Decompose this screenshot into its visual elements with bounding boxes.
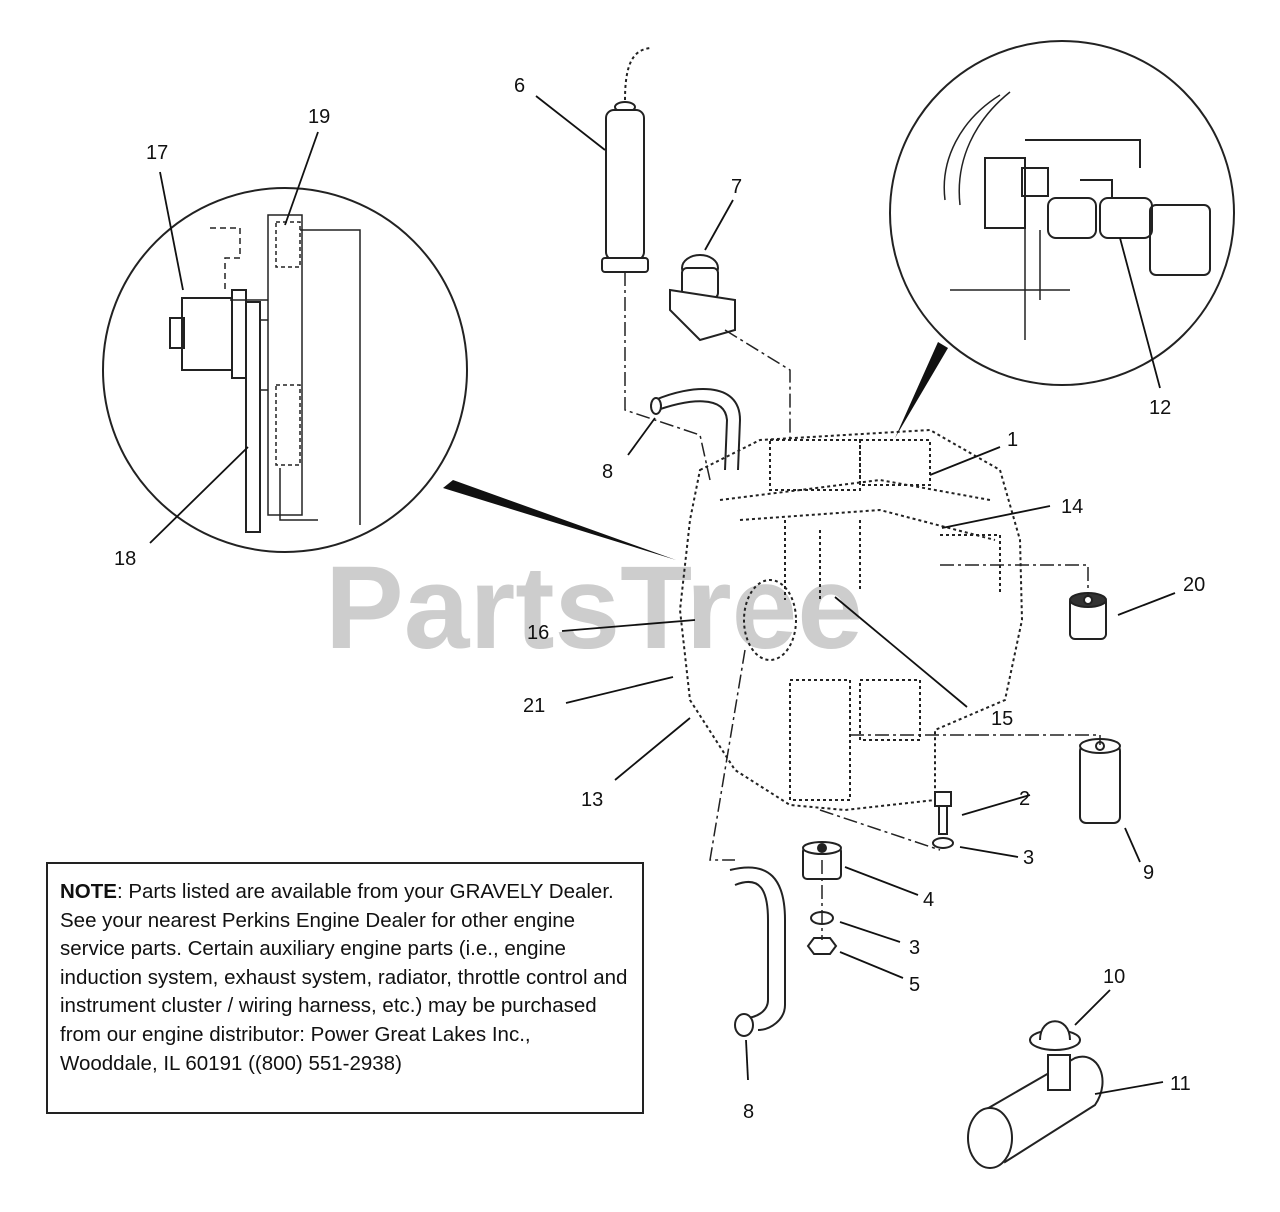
connector-lines <box>624 272 1101 940</box>
part-7-fuel-pump <box>669 254 736 342</box>
callout-18: 18 <box>114 548 136 570</box>
part-2-bolt <box>934 791 952 835</box>
callout-3-upper: 3 <box>1023 847 1034 869</box>
detail-circle-starter <box>889 40 1235 386</box>
part-11-air-cleaner <box>967 1054 1104 1169</box>
callout-labels: 1 2 3 3 4 5 6 7 8 8 9 10 11 12 13 14 15 … <box>114 75 1205 1123</box>
part-5-nut <box>806 937 838 955</box>
callout-13: 13 <box>581 789 603 811</box>
callout-9: 9 <box>1143 862 1154 884</box>
callout-12: 12 <box>1149 397 1171 419</box>
part-3-washer-upper <box>932 837 954 849</box>
callout-19: 19 <box>308 106 330 128</box>
part-20-fuel-filter <box>1069 592 1107 640</box>
detail-pointer-left <box>443 480 676 560</box>
callout-16: 16 <box>527 622 549 644</box>
leader-lines <box>149 95 1176 1095</box>
engine-block <box>678 428 1024 812</box>
callout-14: 14 <box>1061 496 1083 518</box>
callout-15: 15 <box>991 708 1013 730</box>
callout-2: 2 <box>1019 788 1030 810</box>
callout-11: 11 <box>1170 1073 1191 1095</box>
callout-7: 7 <box>731 176 742 198</box>
note-text: : Parts listed are available from your G… <box>60 880 628 1075</box>
callout-10: 10 <box>1103 966 1125 988</box>
part-4-mount <box>802 841 842 880</box>
note-label: NOTE <box>60 880 117 903</box>
part-6-exhaust-pipe <box>601 47 651 273</box>
callout-21: 21 <box>523 695 545 717</box>
note-box: NOTE: Parts listed are available from yo… <box>46 862 644 1114</box>
part-8-upper-hose <box>650 387 742 471</box>
callout-6: 6 <box>514 75 525 97</box>
callout-20: 20 <box>1183 574 1205 596</box>
callout-4: 4 <box>923 889 934 911</box>
callout-3-lower: 3 <box>909 937 920 959</box>
callout-8-lower: 8 <box>743 1101 754 1123</box>
part-8-lower-hose <box>729 866 786 1037</box>
watermark-text: PartsTree <box>325 542 863 674</box>
callout-8-upper: 8 <box>602 461 613 483</box>
callout-5: 5 <box>909 974 920 996</box>
detail-circle-alternator <box>102 187 468 553</box>
detail-pointer-right <box>895 342 948 438</box>
part-10-cap <box>1029 1020 1081 1051</box>
callout-17: 17 <box>146 142 168 164</box>
callout-1: 1 <box>1007 429 1018 451</box>
part-9-oil-filter <box>1079 738 1121 824</box>
